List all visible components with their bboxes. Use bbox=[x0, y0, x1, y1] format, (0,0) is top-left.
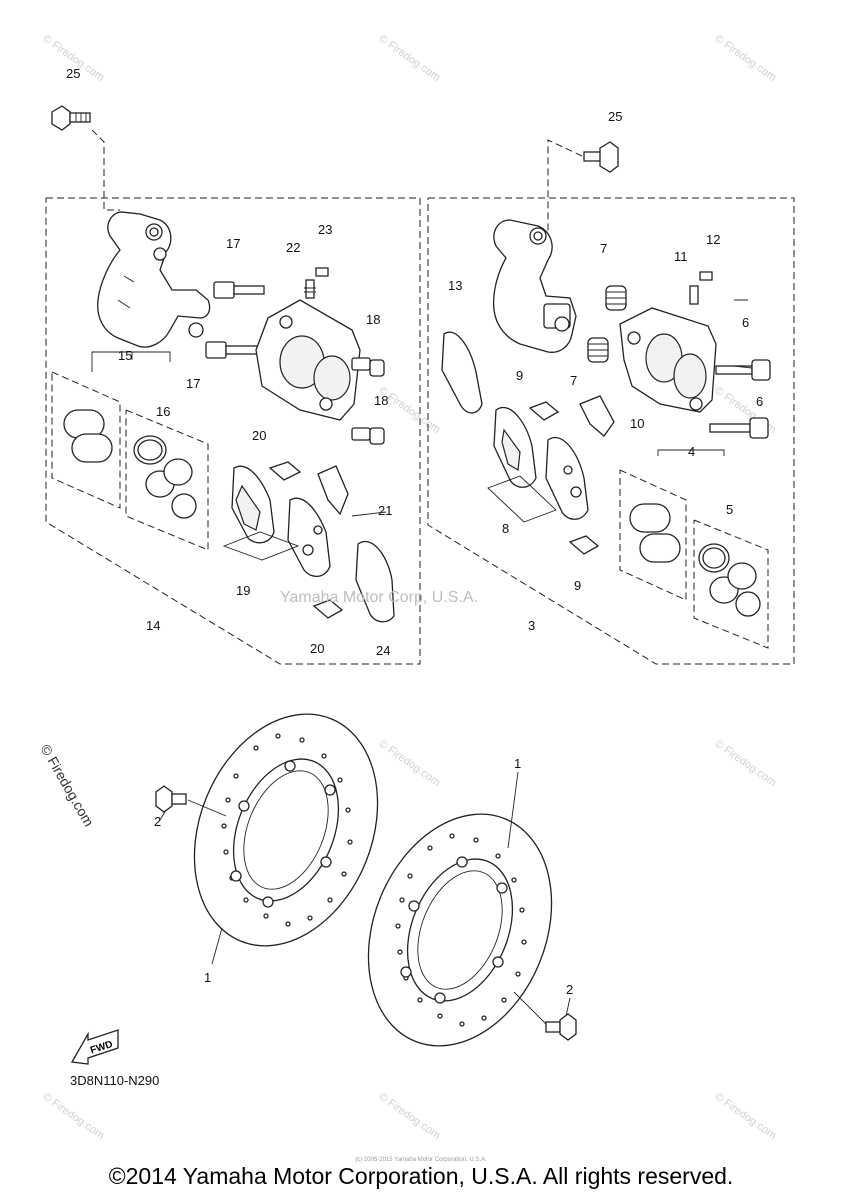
callout-number: 3 bbox=[528, 618, 535, 633]
caliper-body-left bbox=[255, 299, 361, 421]
callout-number: 22 bbox=[286, 240, 300, 255]
boot-7-lower bbox=[587, 337, 609, 363]
callout-number: 13 bbox=[448, 278, 462, 293]
pad-clip-9-lower bbox=[568, 535, 600, 555]
right-caliper-assembly bbox=[427, 139, 795, 665]
rotor-bolt-2-right bbox=[545, 1013, 577, 1041]
leader-25-right bbox=[547, 139, 583, 244]
pad-spring-21 bbox=[317, 465, 349, 516]
watermark-tile: © Firedog.com bbox=[712, 33, 778, 84]
callout-number: 16 bbox=[156, 404, 170, 419]
leader-25-left bbox=[91, 129, 120, 211]
callout-number: 11 bbox=[674, 249, 688, 264]
callout-number: 6 bbox=[742, 315, 749, 330]
left-assembly-boundary bbox=[45, 197, 421, 665]
watermark-tile: © Firedog.com bbox=[376, 1091, 442, 1142]
callout-number: 21 bbox=[378, 503, 392, 518]
callout-number: 25 bbox=[608, 109, 622, 124]
boot-7-upper bbox=[605, 285, 627, 311]
pad-clip-20-upper bbox=[268, 461, 302, 481]
watermark-tile: © Firedog.com bbox=[712, 1091, 778, 1142]
callout-number: 17 bbox=[186, 376, 200, 391]
watermark-tile: © Firedog.com bbox=[712, 738, 778, 789]
brake-rotor-left bbox=[193, 713, 379, 947]
pad-spring-10 bbox=[579, 395, 615, 437]
rotor-leaders bbox=[159, 771, 571, 1025]
callout-number: 8 bbox=[502, 521, 509, 536]
callout-number: 6 bbox=[756, 394, 763, 409]
right-assembly-boundary bbox=[427, 197, 795, 665]
bleed-cap-12 bbox=[699, 271, 713, 281]
bleed-cap-23 bbox=[315, 267, 329, 277]
bolt-25-left bbox=[51, 105, 91, 131]
callout-number: 9 bbox=[516, 368, 523, 383]
piston-kit-15 bbox=[51, 371, 121, 509]
callout-number: 12 bbox=[706, 232, 720, 247]
copyright-footer: ©2014 Yamaha Motor Corporation, U.S.A. A… bbox=[108, 1163, 734, 1189]
pad-shim-24 bbox=[355, 541, 395, 623]
caliper-bolt-17-lower bbox=[205, 341, 261, 359]
callout-number: 9 bbox=[574, 578, 581, 593]
callout-number: 4 bbox=[688, 444, 695, 459]
pad-shim-13 bbox=[441, 331, 483, 414]
seal-kit-16 bbox=[125, 409, 209, 551]
seal-kit-5 bbox=[693, 519, 769, 649]
small-print: (c) 2005-2015 Yamaha Motor Corporation, … bbox=[355, 1157, 487, 1163]
center-watermark: Yamaha Motor Corp, U.S.A. bbox=[280, 589, 478, 606]
callout-number: 19 bbox=[236, 583, 250, 598]
caliper-bolt-17-upper bbox=[213, 281, 265, 299]
bleed-screw-22 bbox=[304, 279, 316, 299]
callout-number: 20 bbox=[252, 428, 266, 443]
callout-number: 17 bbox=[226, 236, 240, 251]
caliper-bracket-right bbox=[492, 219, 577, 353]
watermark-tile: © Firedog.com bbox=[376, 738, 442, 789]
watermark-tile: © Firedog.com bbox=[376, 33, 442, 84]
callout-number: 10 bbox=[630, 416, 644, 431]
pad-pin-18-lower bbox=[351, 427, 385, 445]
callout-number: 1 bbox=[204, 970, 211, 985]
callout-number: 7 bbox=[600, 241, 607, 256]
callout-number: 14 bbox=[146, 618, 160, 633]
rotor-rivets-right bbox=[400, 856, 508, 1004]
pad-clip-20-lower bbox=[312, 599, 344, 619]
callout-number: 7 bbox=[570, 373, 577, 388]
callout-number: 24 bbox=[376, 643, 390, 658]
callout-number: 23 bbox=[318, 222, 332, 237]
callout-number: 18 bbox=[366, 312, 380, 327]
fwd-arrow-icon: FWD bbox=[70, 1029, 119, 1065]
callout-number: 18 bbox=[374, 393, 388, 408]
brake-pads-19 bbox=[231, 465, 331, 577]
callout-number: 25 bbox=[66, 66, 80, 81]
pad-pin-18-upper bbox=[351, 357, 385, 377]
callout-number: 2 bbox=[154, 814, 161, 829]
bolt-25-right bbox=[583, 141, 619, 173]
brake-rotor-right bbox=[367, 813, 553, 1047]
rotor-rivets-left bbox=[230, 760, 336, 908]
caliper-bolt-6-lower bbox=[709, 417, 769, 439]
leader-lines bbox=[91, 299, 753, 561]
callout-number: 2 bbox=[566, 982, 573, 997]
watermark-tile: © Firedog.com bbox=[40, 1091, 106, 1142]
callout-number: 5 bbox=[726, 502, 733, 517]
rotor-bolt-2-left bbox=[155, 785, 187, 813]
caliper-body-right bbox=[619, 307, 717, 413]
callout-number: 15 bbox=[118, 348, 132, 363]
piston-kit-4 bbox=[619, 469, 687, 601]
brake-pads-8 bbox=[493, 407, 589, 520]
callout-number: 1 bbox=[514, 756, 521, 771]
callout-number: 20 bbox=[310, 641, 324, 656]
caliper-bracket-left bbox=[97, 211, 211, 348]
bleed-screw-11 bbox=[689, 285, 699, 305]
caliper-bolt-6-upper bbox=[715, 359, 771, 381]
firedog-watermark: © Firedog.com bbox=[37, 742, 97, 830]
pad-clip-9-upper bbox=[528, 401, 560, 421]
diagram-code: 3D8N110-N290 bbox=[70, 1073, 160, 1088]
left-caliper-assembly bbox=[45, 105, 421, 665]
